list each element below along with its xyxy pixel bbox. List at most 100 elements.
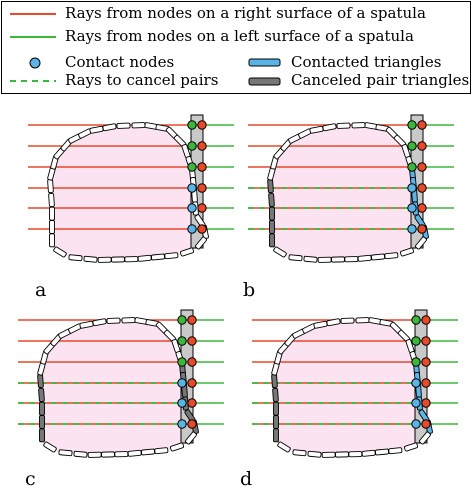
canceled-triangle: [268, 192, 275, 208]
outline-triangle: [326, 318, 341, 327]
outline-triangle: [121, 317, 136, 324]
outline-triangle: [292, 449, 307, 457]
outline-triangle: [48, 192, 55, 208]
outline-triangle: [307, 450, 322, 458]
outline-triangle: [273, 246, 287, 258]
right-ray-legend-line: [10, 13, 56, 15]
contact-node: [177, 378, 187, 388]
right-node: [417, 120, 427, 130]
left-node: [411, 336, 421, 346]
canceled-triangle: [269, 206, 275, 221]
outline-triangle: [403, 442, 419, 452]
left-node: [407, 162, 417, 172]
outline-triangle: [370, 253, 386, 261]
canceled-triangle: [39, 428, 45, 443]
outline-triangle: [361, 449, 376, 457]
canceled-triangle: [271, 373, 278, 389]
right-node: [417, 224, 427, 234]
right-node: [197, 224, 207, 234]
outline-triangle: [68, 254, 83, 262]
right-node: [187, 419, 197, 429]
outline-triangle: [49, 206, 55, 221]
right-node: [421, 419, 431, 429]
contact-node: [411, 398, 421, 408]
right-node: [187, 378, 197, 388]
contact-node: [187, 224, 197, 234]
panel-label-c: c: [25, 468, 36, 489]
outline-triangle: [92, 318, 107, 327]
contact-node: [411, 378, 421, 388]
outline-triangle: [124, 256, 139, 263]
legend-contact-nodes: Contact nodes: [65, 53, 175, 71]
outline-triangle: [351, 122, 366, 129]
contact-node-legend-icon: [29, 57, 41, 69]
body-region: [270, 125, 426, 260]
outline-triangle: [340, 317, 355, 324]
outline-triangle: [415, 236, 427, 250]
outline-triangle: [288, 254, 303, 262]
contact-node: [407, 203, 417, 213]
panel-d: [252, 309, 458, 458]
left-node: [187, 141, 197, 151]
left-node: [411, 357, 421, 367]
outline-triangle: [87, 451, 102, 458]
outline-triangle: [303, 255, 318, 263]
legend-contacted-triangles: Contacted triangles: [291, 53, 442, 71]
outline-triangle: [111, 256, 125, 263]
legend-box: Rays from nodes on a right surface of a …: [1, 1, 471, 94]
outline-triangle: [277, 441, 291, 453]
left-node: [177, 336, 187, 346]
canceled-triangle-legend-icon: [248, 77, 281, 86]
right-node: [421, 378, 431, 388]
outline-triangle: [97, 256, 112, 263]
outline-triangle: [317, 256, 332, 263]
outline-triangle: [169, 442, 185, 452]
outline-triangle: [101, 451, 115, 458]
legend-left-rays: Rays from nodes on a left surface of a s…: [65, 27, 414, 45]
outline-triangle: [47, 178, 54, 194]
canceled-triangle: [273, 415, 279, 429]
right-node: [421, 336, 431, 346]
left-ray-legend-line: [10, 36, 56, 38]
panel-c: [18, 309, 224, 458]
outline-triangle: [185, 431, 197, 445]
panel-label-a: a: [35, 279, 46, 301]
right-node: [417, 162, 427, 172]
panel-label-b: b: [243, 279, 255, 301]
outline-triangle: [49, 233, 55, 248]
outline-triangle: [106, 317, 121, 324]
outline-triangle: [137, 254, 152, 262]
outline-triangle: [355, 317, 370, 324]
left-node: [177, 357, 187, 367]
right-node: [417, 141, 427, 151]
outline-triangle: [399, 247, 415, 257]
panel-label-d: d: [240, 468, 252, 489]
canceled-triangle: [39, 415, 45, 429]
left-node: [187, 162, 197, 172]
right-node: [197, 203, 207, 213]
contacted-triangle-legend-icon: [248, 58, 281, 67]
right-node: [187, 398, 197, 408]
outline-triangle: [154, 447, 169, 455]
outline-triangle: [195, 236, 207, 250]
left-node: [411, 315, 421, 325]
left-node: [177, 315, 187, 325]
right-node: [421, 357, 431, 367]
outline-triangle: [344, 256, 359, 263]
outline-triangle: [419, 431, 431, 445]
canceled-triangle: [38, 387, 45, 403]
outline-triangle: [336, 122, 351, 129]
contact-node: [407, 224, 417, 234]
contact-node: [177, 398, 187, 408]
canceled-triangle: [273, 428, 279, 443]
outline-triangle: [357, 254, 372, 262]
outline-triangle: [131, 122, 146, 129]
cancel-ray-legend-line: [10, 80, 56, 82]
outline-triangle: [322, 123, 337, 132]
right-node: [197, 141, 207, 151]
legend-right-rays: Rays from nodes on a right surface of a …: [65, 4, 426, 22]
left-node: [407, 120, 417, 130]
contact-node: [187, 183, 197, 193]
body-region: [40, 320, 196, 455]
